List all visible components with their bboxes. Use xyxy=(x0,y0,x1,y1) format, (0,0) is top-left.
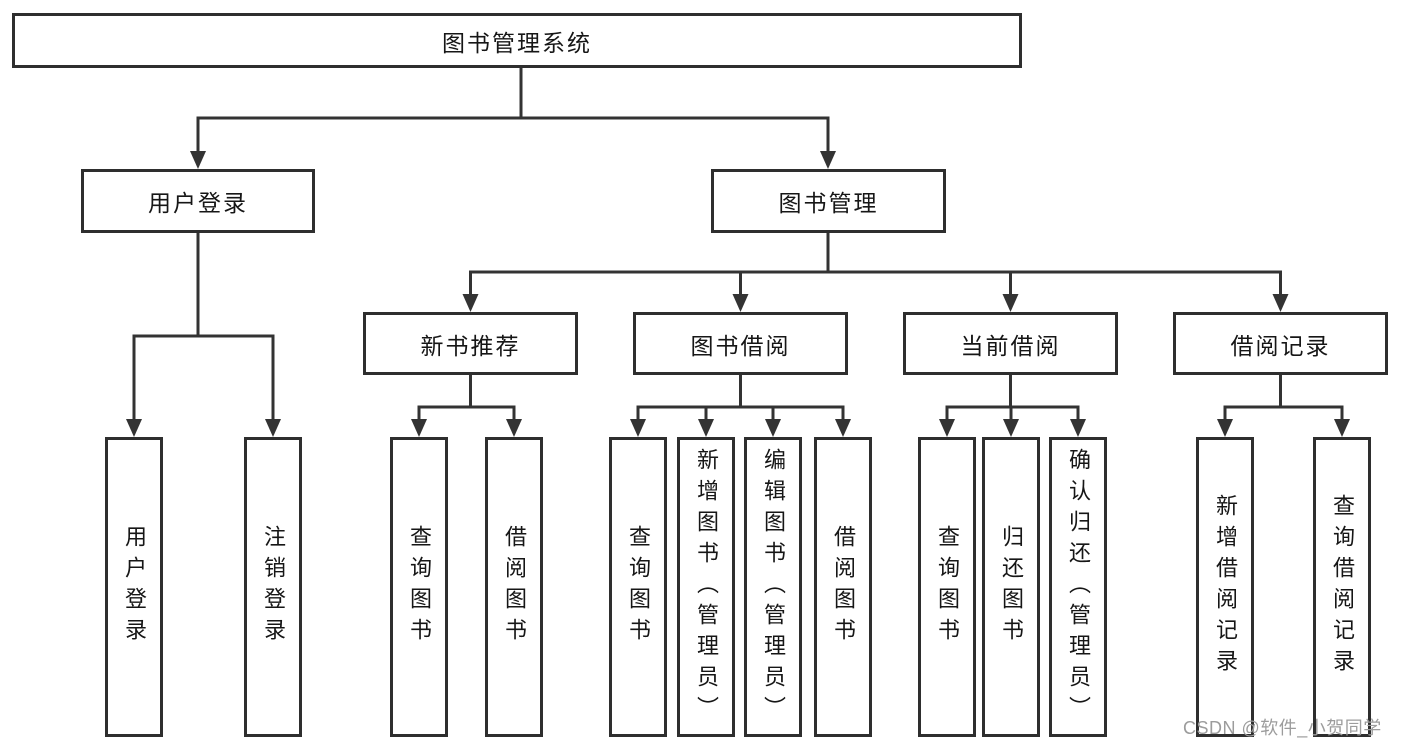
leaf-query-borrow-record: 查询借阅记录 xyxy=(1313,437,1371,737)
leaf-logout: 注销登录 xyxy=(244,437,302,737)
leaf-query-books-borrow: 查询图书 xyxy=(609,437,667,737)
leaf-label: 用户登录 xyxy=(122,525,147,649)
leaf-label: 借阅图书 xyxy=(831,525,856,649)
node-book-management-label: 图书管理 xyxy=(778,190,879,216)
leaf-label: 新增图书（管理员） xyxy=(694,447,719,727)
leaf-user-login: 用户登录 xyxy=(105,437,163,737)
leaf-label: 新增借阅记录 xyxy=(1213,494,1238,680)
node-new-book-recommend: 新书推荐 xyxy=(363,312,578,375)
leaf-label: 借阅图书 xyxy=(502,525,527,649)
node-user-login-label: 用户登录 xyxy=(148,190,248,216)
leaf-label: 查询图书 xyxy=(935,525,960,649)
leaf-query-books-current: 查询图书 xyxy=(918,437,976,737)
node-user-login: 用户登录 xyxy=(81,169,315,233)
node-book-management: 图书管理 xyxy=(711,169,946,233)
connector-strokes xyxy=(132,65,1344,421)
leaf-label: 查询图书 xyxy=(626,525,651,649)
leaf-add-book-admin: 新增图书（管理员） xyxy=(677,437,735,737)
leaf-edit-book-admin: 编辑图书（管理员） xyxy=(744,437,802,737)
leaf-label: 确认归还（管理员） xyxy=(1066,447,1091,727)
leaf-label: 编辑图书（管理员） xyxy=(761,447,786,727)
node-current-borrow-label: 当前借阅 xyxy=(960,332,1061,359)
leaf-label: 归还图书 xyxy=(999,525,1024,649)
leaf-borrow-books: 借阅图书 xyxy=(814,437,872,737)
node-borrow-records-label: 借阅记录 xyxy=(1230,332,1331,359)
leaf-add-borrow-record: 新增借阅记录 xyxy=(1196,437,1254,737)
leaf-label: 查询借阅记录 xyxy=(1330,494,1355,680)
node-new-book-recommend-label: 新书推荐 xyxy=(420,332,521,359)
leaf-query-books-recommend: 查询图书 xyxy=(390,437,448,737)
node-book-borrow-label: 图书借阅 xyxy=(690,332,791,359)
leaf-return-book: 归还图书 xyxy=(982,437,1040,737)
csdn-watermark: CSDN @软件_小贺同学 xyxy=(1183,718,1382,738)
node-root: 图书管理系统 xyxy=(12,13,1022,68)
leaf-label: 查询图书 xyxy=(407,525,432,649)
leaf-borrow-books-recommend: 借阅图书 xyxy=(485,437,543,737)
node-current-borrow: 当前借阅 xyxy=(903,312,1118,375)
connector-arrowheads xyxy=(126,151,1350,437)
node-book-borrow: 图书借阅 xyxy=(633,312,848,375)
node-borrow-records: 借阅记录 xyxy=(1173,312,1388,375)
node-root-label: 图书管理系统 xyxy=(442,29,592,56)
leaf-label: 注销登录 xyxy=(261,525,286,649)
leaf-confirm-return-admin: 确认归还（管理员） xyxy=(1049,437,1107,737)
